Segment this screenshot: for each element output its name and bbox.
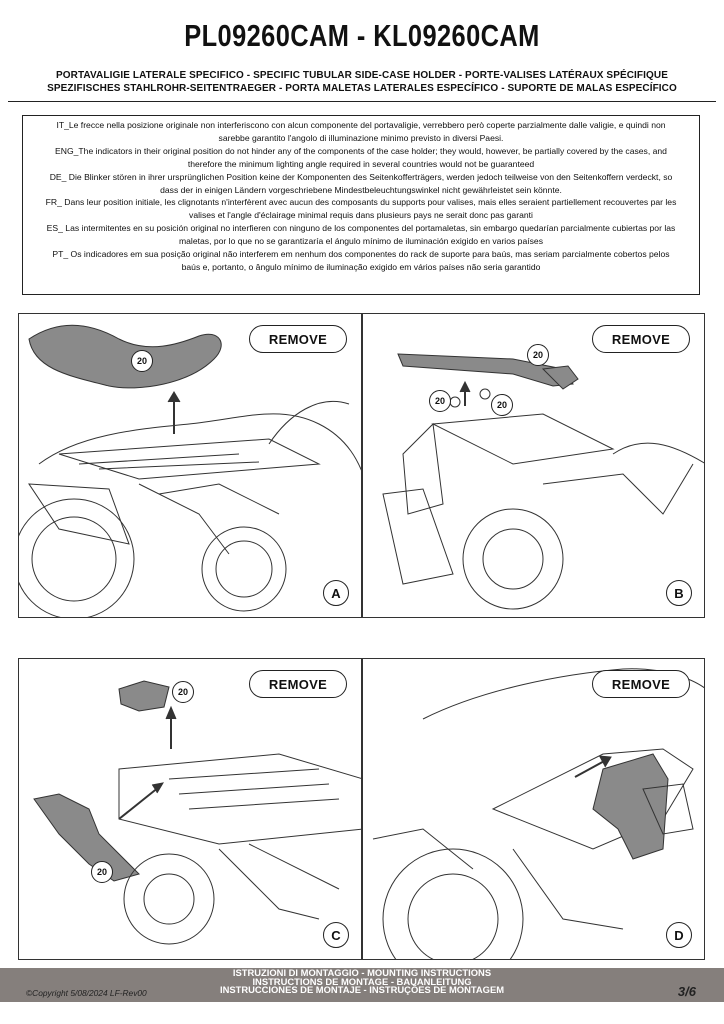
notice-de-line-1: DE_ Die Blinker stören in ihrer ursprüng…	[49, 171, 673, 182]
copyright-text: ©Copyright 5/08/2024 LF-Rev00	[26, 988, 147, 998]
footer-title-block: ISTRUZIONI DI MONTAGGIO - MOUNTING INSTR…	[200, 967, 524, 996]
subtitle-line-2: SPEZIFISCHES STAHLROHR-SEITENTRAEGER - P…	[47, 83, 677, 94]
step-letter-c: C	[323, 922, 349, 948]
step-a-illustration	[19, 324, 361, 617]
step-d-panel: REMOVE D	[362, 658, 705, 960]
notice-es-line-2: maletas, por lo que no se garantizaría e…	[178, 236, 543, 247]
part-20-badge: 20	[429, 390, 451, 412]
page-number: 3/6	[677, 984, 696, 999]
step-d-illustration	[372, 668, 704, 959]
footer-bar: ISTRUZIONI DI MONTAGGIO - MOUNTING INSTR…	[0, 968, 724, 1002]
notice-pt-line-2: baús e, portanto, o ângulo mínimo de ilu…	[181, 261, 541, 272]
document-title: PL09260CAM - KL09260CAM	[184, 18, 540, 53]
notice-eng-line-2: therefore the minimum lighting angle req…	[187, 158, 535, 169]
cover-part-top	[118, 680, 170, 712]
step-letter-a: A	[323, 580, 349, 606]
notice-fr-line-1: FR_ Dans leur position initiale, les cli…	[45, 197, 677, 208]
part-20-badge: 20	[91, 861, 113, 883]
part-20-badge: 20	[131, 350, 153, 372]
subtitle-line-1: PORTAVALIGIE LATERALE SPECIFICO - SPECIF…	[56, 70, 668, 81]
footer-line-2: INSTRUCTIONS DE MONTAGE - BAUANLEITUNG	[252, 975, 472, 987]
notice-it-line-2: sarebbe garantito l'angolo di illuminazi…	[218, 132, 504, 143]
notice-pt-line-1: PT_ Os indicadores em sua posição origin…	[52, 249, 670, 260]
part-20-badge: 20	[527, 344, 549, 366]
step-letter-b: B	[666, 580, 692, 606]
side-cover-part	[33, 793, 140, 882]
notice-es-line-1: ES_ Las intermitentes en su posición ori…	[46, 223, 676, 234]
step-b-illustration	[382, 353, 704, 610]
remove-label: REMOVE	[592, 670, 690, 698]
remove-label: REMOVE	[249, 325, 347, 353]
bracket-part	[592, 753, 669, 860]
header-divider	[8, 101, 716, 102]
footer-line-3: INSTRUCCIONES DE MONTAJE - INSTRUÇÕES DE…	[219, 984, 505, 996]
step-letter-d: D	[666, 922, 692, 948]
indicator-notice-box: IT_Le frecce nella posizione originale n…	[22, 115, 700, 295]
step-c-panel: 20 20 REMOVE C	[18, 658, 362, 960]
step-a-panel: 20 REMOVE A	[18, 313, 362, 618]
remove-label: REMOVE	[249, 670, 347, 698]
notice-it-line-1: IT_Le frecce nella posizione originale n…	[56, 120, 666, 130]
seat-part	[28, 324, 222, 389]
footer-line-1: ISTRUZIONI DI MONTAGGIO - MOUNTING INSTR…	[232, 967, 492, 978]
step-c-illustration	[33, 680, 361, 945]
remove-label: REMOVE	[592, 325, 690, 353]
notice-eng-line-1: ENG_The indicators in their original pos…	[55, 145, 667, 156]
step-b-panel: 20 20 20 REMOVE B	[362, 313, 705, 618]
part-20-badge: 20	[491, 394, 513, 416]
notice-fr-line-2: valises et l'angle d'éclairage minimal r…	[189, 210, 533, 221]
part-20-badge: 20	[172, 681, 194, 703]
notice-de-line-2: dass der in einigen Ländern vorgeschrieb…	[160, 184, 562, 195]
